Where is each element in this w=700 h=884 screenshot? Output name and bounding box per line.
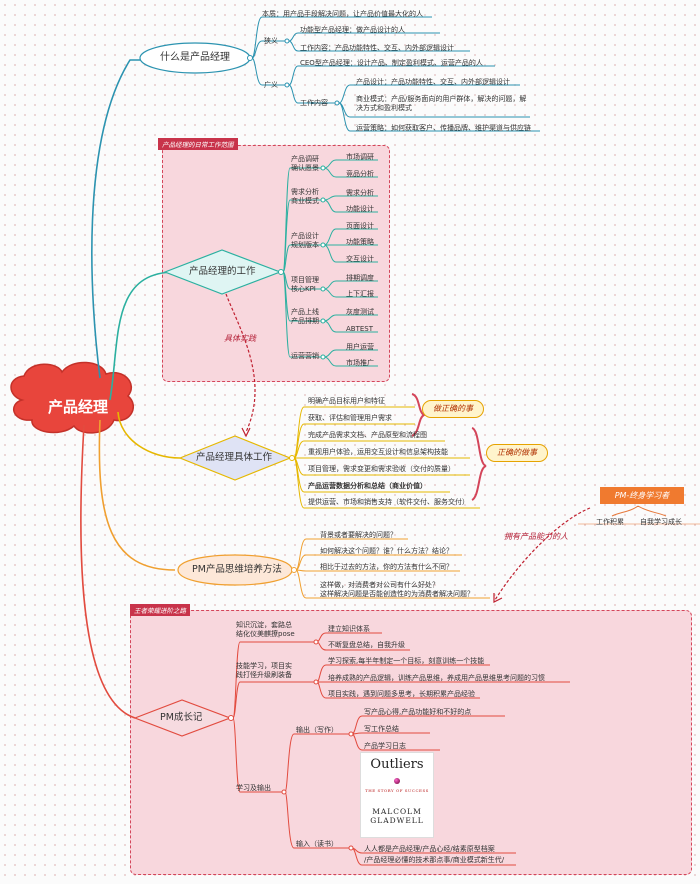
b1-work: 工作内容	[300, 99, 328, 107]
b5-output-item: 写工作总结	[364, 725, 399, 733]
b1-title[interactable]: 什么是产品经理	[160, 52, 230, 63]
b2-item: 市场推广	[346, 359, 374, 367]
b5-k3: 学习及输出	[236, 784, 271, 792]
do-thing-right-callout: 正确的做事	[486, 444, 548, 462]
b5-output: 输出（写作）	[296, 726, 338, 734]
b2-item: 排期调度	[346, 274, 374, 282]
lifelong-item: 工作积累	[596, 518, 624, 526]
b1-broad-ceo: CEO型产品经理：设计产品、制定盈利模式、运营产品的人	[300, 59, 483, 67]
growth-tag: 王者荣耀进阶之路	[130, 604, 190, 616]
root-cloud	[10, 361, 134, 434]
b3-item: 明确产品目标用户和特征	[308, 397, 385, 405]
b2-group: 产品上线产品排期	[291, 308, 319, 325]
b1-narrow: 狭义	[264, 37, 278, 45]
do-right-thing-callout: 做正确的事	[422, 400, 484, 418]
b2-title[interactable]: 产品经理的工作	[189, 266, 256, 277]
b4-item: 这样解决问题是否能创造性的为消费者解决问题？	[320, 590, 474, 598]
book-dot-icon	[394, 778, 400, 784]
b1-work-item: 商业模式：产品/服务面向的用户群体，解决的问题，解决方式和盈利模式	[356, 95, 527, 112]
b5-input: 输入（读书）	[296, 840, 338, 848]
b1-essence: 本质：用产品手段解决问题，让产品价值最大化的人	[262, 10, 423, 18]
book-author2: GLADWELL	[370, 816, 424, 825]
b2-item: 竞品分析	[346, 170, 374, 178]
b2-item: 功能设计	[346, 205, 374, 213]
b1-narrow-item: 工作内容：产品功能特性、交互、内外部逻辑设计	[300, 44, 454, 52]
b5-input-item: /产品经理必懂的技术那点事/商业模式新生代/	[364, 856, 505, 864]
b5-k1-item: 建立知识体系	[328, 625, 370, 633]
lifelong-learner-box[interactable]: PM-终身学习者	[600, 487, 684, 504]
ability-label: 拥有产品能力的人	[504, 532, 568, 541]
b4-title[interactable]: PM产品思维培养方法	[192, 564, 282, 575]
b2-item: ABTEST	[346, 325, 374, 333]
b2-item: 页面设计	[346, 222, 374, 230]
b4-item: 背景或者要解决的问题？	[320, 531, 397, 539]
b1-work-item: 运营策略：如何获取客户、传播品牌、维护渠道与供应链	[356, 124, 531, 132]
b5-k2-item: 培养成熟的产品逻辑，训练产品思维，养成用产品思维思考问题的习惯	[328, 674, 545, 682]
b2-item: 市场调研	[346, 153, 374, 161]
b2-item: 用户运营	[346, 343, 374, 351]
b3-item: 完成产品需求文档、产品原型和流程图	[308, 431, 427, 439]
daily-work-tag: 产品经理的日常工作范围	[158, 138, 238, 150]
b2-item: 功能策略	[346, 238, 374, 246]
practice-label: 具体实践	[224, 334, 256, 343]
b2-item: 灰度测试	[346, 308, 374, 316]
b4-item: 这样做，对消费者对公司有什么好处？	[320, 581, 439, 589]
root-topic[interactable]: 产品经理	[47, 398, 108, 416]
lifelong-item: 自我学习成长	[640, 518, 682, 526]
b3-item: 产品运营数据分析和总结（商业价值）	[308, 482, 427, 490]
b2-item: 交互设计	[346, 255, 374, 263]
b5-k1: 知识沉淀，套路总结化仪美麒撩pose	[236, 621, 295, 638]
book-author1: MALCOLM	[372, 807, 422, 816]
b5-title[interactable]: PM成长记	[160, 712, 203, 723]
b3-item: 重视用户体验，运用交互设计和信息架构技能	[308, 448, 448, 456]
book-title: Outliers	[370, 757, 424, 772]
b4-item: 如何解决这个问题？谁？什么方法？结论？	[320, 547, 453, 555]
b5-output-item: 产品学习日志	[364, 742, 406, 750]
b4-item: 相比于过去的方法，你的方法有什么不同？	[320, 563, 453, 571]
b2-item: 需求分析	[346, 189, 374, 197]
b2-item: 上下汇报	[346, 290, 374, 298]
b2-group: 项目管理核心KPI	[291, 276, 319, 293]
b5-input-item: 人人都是产品经理/产品心经/结素原型档案	[364, 845, 495, 853]
b3-item: 提供运营、市场和销售支持（软件交付、服务交付）	[308, 498, 469, 506]
b1-narrow-item: 功能型产品经理：做产品设计的人	[300, 26, 405, 34]
b1-broad: 广义	[264, 81, 278, 89]
b5-output-item: 写产品心得,产品功能好和不好的点	[364, 708, 472, 716]
b3-item: 获取、评估和管理用户需求	[308, 414, 392, 422]
b5-k2: 技能学习，项目实践打怪升级刷装备	[236, 662, 292, 679]
b1-work-item: 产品设计：产品功能特性、交互、内外部逻辑设计	[356, 78, 510, 86]
b2-group: 需求分析商业模式	[291, 188, 319, 205]
b5-k2-item: 学习探索,每半年制定一个目标，刻意训练一个技能	[328, 657, 485, 665]
b2-group: 运营营销	[291, 352, 319, 360]
book-cover-outliers: Outliers THE STORY OF SUCCESS MALCOLM GL…	[360, 752, 434, 838]
b3-item: 项目管理，需求变更和需求验收（交付的质量）	[308, 465, 455, 473]
b2-group: 产品调研确认愿景	[291, 155, 319, 172]
b5-k2-item: 项目实践，遇到问题多思考，长期积累产品经验	[328, 690, 475, 698]
b2-group: 产品设计规划版本	[291, 232, 319, 249]
b5-k1-item: 不断复盘总结，自我升级	[328, 641, 405, 649]
book-subtitle: THE STORY OF SUCCESS	[365, 788, 429, 793]
b3-title[interactable]: 产品经理具体工作	[196, 452, 273, 463]
